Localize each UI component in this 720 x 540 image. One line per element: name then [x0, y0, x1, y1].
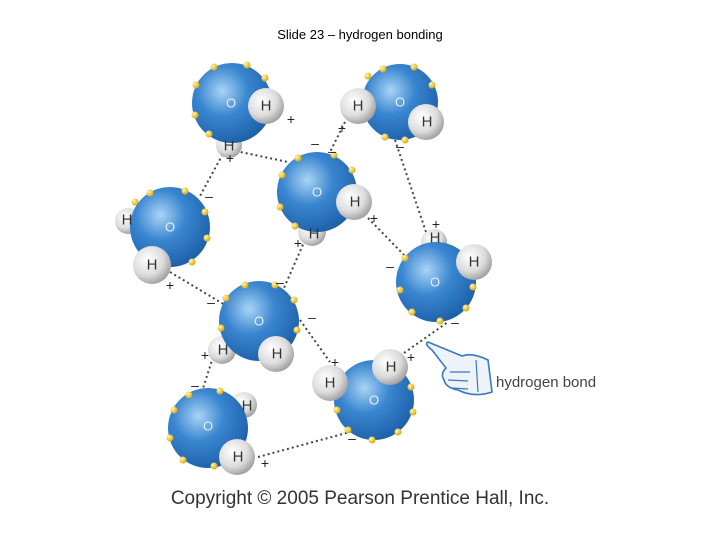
minus-charge: –: [311, 135, 319, 151]
hydrogen-label: H: [430, 230, 441, 247]
minus-charge: –: [207, 294, 215, 310]
hydrogen-label: H: [272, 346, 283, 363]
minus-charge: –: [205, 188, 213, 204]
water-molecule-7: [312, 349, 417, 444]
plus-charge: +: [226, 150, 234, 166]
water-molecule-6: [208, 281, 301, 372]
atom-labels: O O O O O O O O H H H H H H H H H H H H …: [122, 95, 480, 466]
hydrogen-bond: [169, 271, 226, 306]
minus-charge: –: [308, 309, 316, 325]
minus-charge: –: [328, 143, 336, 159]
hydrogen-label: H: [224, 138, 235, 155]
hydrogen-label: H: [242, 398, 253, 415]
hydrogen-bond: [367, 217, 406, 257]
plus-charge: +: [166, 277, 174, 293]
hydrogen-label: H: [350, 194, 361, 211]
hydrogen-bond: [329, 121, 346, 153]
oxygen-label: O: [226, 96, 236, 111]
plus-charge: +: [294, 235, 302, 251]
hydrogen-label: H: [233, 449, 244, 466]
oxygen-label: O: [395, 95, 405, 110]
hydrogen-bond: [283, 239, 306, 289]
water-molecule-5: [396, 229, 492, 325]
hydrogen-label: H: [218, 342, 229, 359]
hydrogen-bond-label: hydrogen bond: [496, 374, 597, 391]
minus-charge: –: [348, 430, 356, 446]
hydrogen-label: H: [422, 114, 433, 131]
hydrogen-label: H: [325, 375, 336, 392]
pointing-hand-icon: [425, 341, 493, 396]
hydrogen-bond: [299, 319, 331, 363]
minus-charge: –: [386, 258, 394, 274]
oxygen-atom: [277, 152, 357, 232]
minus-charge: –: [396, 138, 404, 154]
oxygen-label: O: [165, 220, 175, 235]
water-molecule-8: [166, 387, 257, 475]
minus-charge: –: [276, 274, 284, 290]
hydrogen-label: H: [122, 212, 133, 229]
hydrogen-bond: [394, 139, 427, 233]
plus-charge: +: [261, 455, 269, 471]
hydrogen-bond: [403, 321, 449, 354]
hydrogen-bond: [257, 431, 351, 458]
minus-charge: –: [451, 314, 459, 330]
plus-charge: +: [432, 216, 440, 232]
slide-title: Slide 23 – hydrogen bonding: [277, 27, 443, 42]
plus-charge: +: [201, 347, 209, 363]
minus-charge: –: [191, 377, 199, 393]
water-molecule-1: [191, 61, 284, 158]
oxygen-label: O: [254, 314, 264, 329]
oxygen-label: O: [430, 275, 440, 290]
plus-charge: +: [331, 354, 339, 370]
oxygen-atom: [192, 63, 272, 143]
plus-charge: +: [287, 111, 295, 127]
oxygen-label: O: [369, 393, 379, 408]
oxygen-label: O: [312, 185, 322, 200]
hydrogen-label: H: [353, 98, 364, 115]
water-molecule-4: [115, 187, 211, 284]
water-molecule-3: [276, 151, 372, 246]
hydrogen-label: H: [386, 359, 397, 376]
copyright-notice: Copyright © 2005 Pearson Prentice Hall, …: [170, 488, 550, 509]
hydrogen-label: H: [261, 98, 272, 115]
hydrogen-label: H: [469, 254, 480, 271]
hydrogen-label: H: [309, 226, 320, 243]
hydrogen-bond: [199, 149, 226, 197]
plus-charge: +: [407, 349, 415, 365]
partial-charges: + + + – – – – + + + – + – – – – + + + – …: [166, 111, 459, 471]
oxygen-label: O: [203, 419, 213, 434]
hydrogen-label: H: [147, 257, 158, 274]
plus-charge: +: [370, 210, 378, 226]
water-molecule-2: [340, 63, 444, 144]
plus-charge: +: [338, 120, 346, 136]
